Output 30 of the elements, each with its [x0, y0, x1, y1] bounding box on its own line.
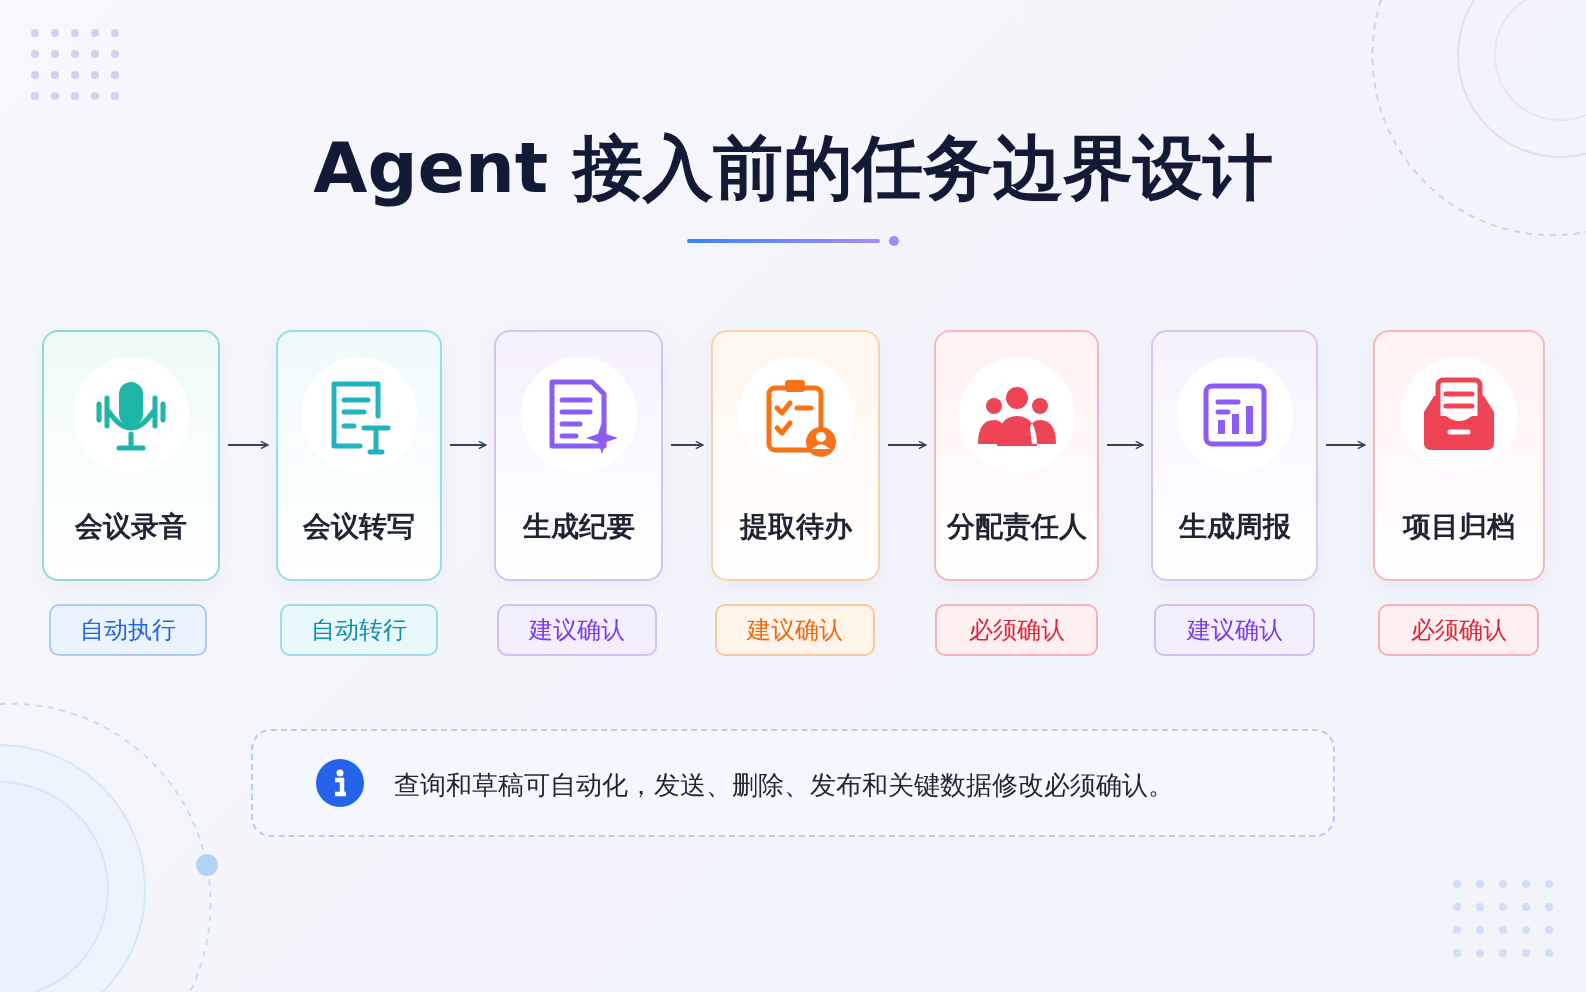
- status-badge: 必须确认: [1378, 604, 1539, 656]
- arrow: [887, 440, 927, 450]
- step-card: [42, 330, 220, 581]
- step-title: 生成周报: [1177, 509, 1292, 545]
- title: Agent 接入前的任务边界设计: [312, 126, 1274, 211]
- status-badge: 建议确认: [497, 604, 657, 656]
- arrow: [227, 440, 269, 450]
- arrow: [1106, 440, 1144, 450]
- step-title: 分配责任人: [945, 509, 1088, 545]
- step-card: [1373, 330, 1545, 581]
- step-card: [934, 330, 1099, 581]
- arrow: [1325, 440, 1366, 450]
- step-card: [711, 330, 880, 581]
- step-card: [276, 330, 442, 581]
- step-title: 会议录音: [74, 509, 188, 545]
- status-badge: 自动转行: [280, 604, 438, 656]
- step-title: 生成纪要: [521, 509, 636, 545]
- step-card: [1151, 330, 1318, 581]
- status-badge: 自动执行: [49, 604, 207, 656]
- status-badge: 建议确认: [715, 604, 875, 656]
- status-badge: 建议确认: [1154, 604, 1315, 656]
- step-title: 提取待办: [738, 509, 854, 545]
- step-card: [494, 330, 663, 581]
- arrow: [449, 440, 487, 450]
- status-badge: 必须确认: [935, 604, 1098, 656]
- arrow: [670, 440, 704, 450]
- step-title: 会议转写: [302, 509, 416, 545]
- note-box: [251, 729, 1335, 837]
- note-text: 查询和草稿可自动化，发送、删除、发布和关键数据修改必须确认。: [394, 769, 1174, 802]
- step-title: 项目归档: [1401, 509, 1516, 545]
